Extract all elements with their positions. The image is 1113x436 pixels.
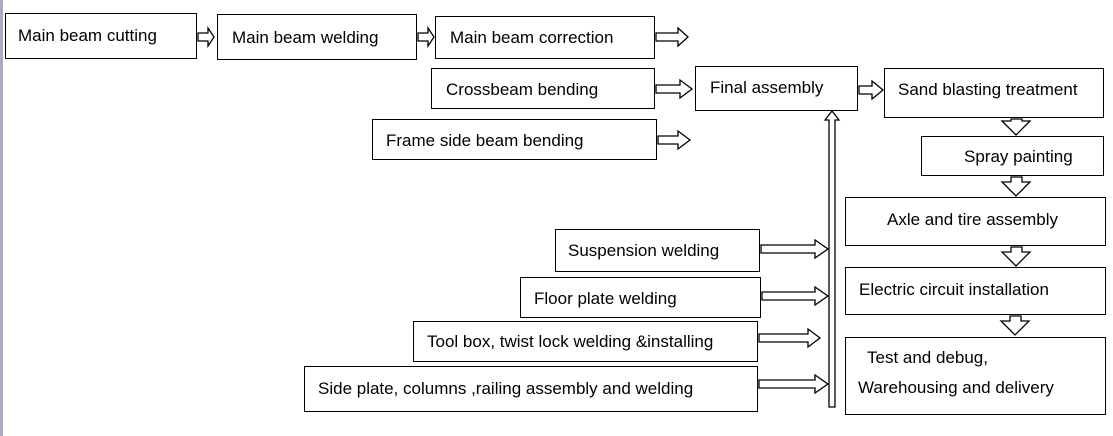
arrow-cutting-to-welding: [197, 25, 215, 49]
step-label: Main beam welding: [232, 28, 379, 47]
arrow-crossbeam-to-final: [655, 78, 694, 100]
step-label: Tool box, twist lock welding &installing: [427, 332, 714, 351]
left-edge-rule: [0, 0, 3, 436]
step-label: Frame side beam bending: [386, 131, 584, 150]
step-label: Sand blasting treatment: [898, 80, 1078, 99]
arrow-axle-to-electric: [1000, 246, 1032, 267]
step-floor-plate-welding: Floor plate welding: [520, 277, 761, 318]
step-label: Main beam cutting: [18, 26, 157, 45]
step-label: Suspension welding: [568, 241, 720, 260]
step-electric-circuit-installation: Electric circuit installation: [845, 267, 1106, 315]
step-label: Side plate, columns ,railing assembly an…: [318, 379, 694, 398]
step-label: Axle and tire assembly: [887, 210, 1059, 229]
step-sand-blasting-treatment: Sand blasting treatment: [884, 68, 1104, 118]
step-suspension-welding: Suspension welding: [555, 229, 760, 272]
arrow-correction-out: [655, 26, 689, 48]
step-frame-side-beam-bending: Frame side beam bending: [372, 119, 657, 160]
arrow-suspension-to-riser: [760, 238, 830, 260]
step-main-beam-welding: Main beam welding: [217, 14, 417, 60]
step-axle-tire-assembly: Axle and tire assembly: [845, 197, 1106, 246]
arrow-riser-to-final-assembly: [823, 109, 841, 408]
step-spray-painting: Spray painting: [921, 136, 1104, 176]
step-main-beam-cutting: Main beam cutting: [5, 13, 197, 59]
arrow-sand-to-spray: [1000, 118, 1032, 136]
step-label: Main beam correction: [450, 28, 614, 47]
step-main-beam-correction: Main beam correction: [435, 16, 655, 59]
step-label: Spray painting: [964, 147, 1073, 166]
step-label: Floor plate welding: [534, 289, 677, 308]
step-test-debug-warehousing: Test and debug, Warehousing and delivery: [845, 337, 1106, 415]
step-side-plate-columns-railing: Side plate, columns ,railing assembly an…: [304, 366, 758, 412]
arrow-welding-to-correction: [417, 25, 435, 49]
step-label: Crossbeam bending: [446, 80, 599, 99]
step-label-line1: Test and debug,: [867, 348, 988, 367]
arrow-final-to-sand: [858, 79, 885, 101]
arrow-floor-to-riser: [761, 285, 830, 307]
step-final-assembly: Final assembly: [695, 66, 858, 111]
step-crossbeam-bending: Crossbeam bending: [431, 68, 655, 109]
step-label: Electric circuit installation: [859, 280, 1049, 299]
step-tool-box-twist-lock: Tool box, twist lock welding &installing: [413, 321, 758, 362]
step-label: Final assembly: [710, 78, 824, 97]
arrow-frame-side-out: [657, 129, 692, 151]
arrow-spray-to-axle: [1000, 176, 1032, 197]
step-label-line2: Warehousing and delivery: [858, 378, 1054, 397]
arrow-sideplate-to-riser: [758, 373, 830, 395]
arrow-electric-to-test: [999, 315, 1031, 336]
arrow-toolbox-to-riser: [758, 327, 822, 349]
